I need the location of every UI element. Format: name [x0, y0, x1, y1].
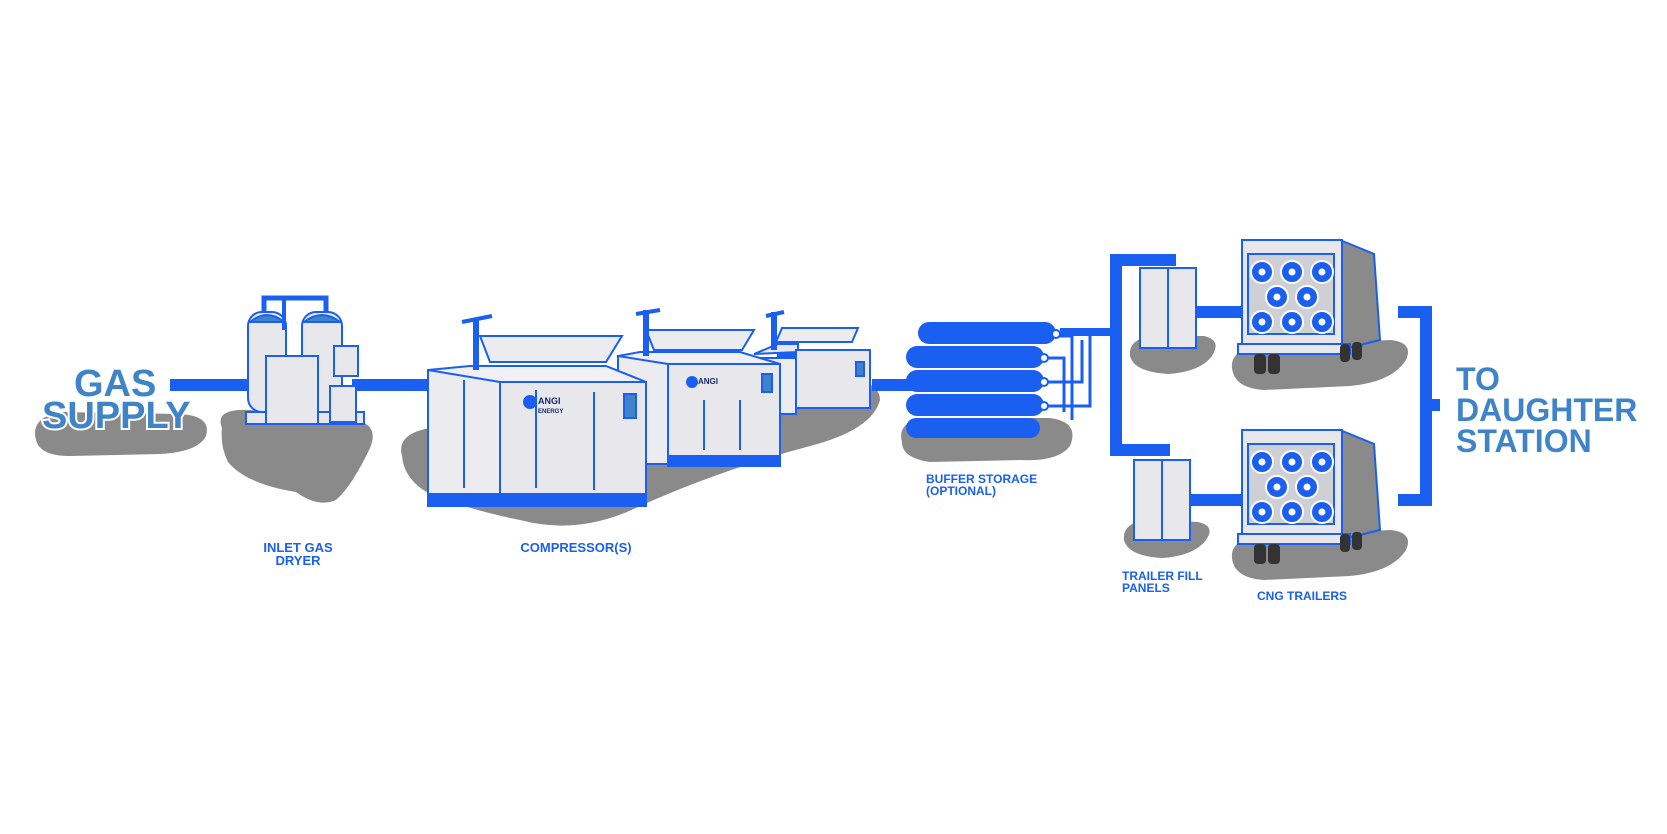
pipe-to-daughter [1420, 399, 1440, 411]
ground-gas-supply [35, 412, 207, 456]
gas-supply-label: GAS SUPPLY [40, 361, 193, 439]
gas-supply-line2: SUPPLY [42, 395, 191, 437]
compressor-2-logo: ANGI [698, 377, 718, 386]
fill-panels-line1: TRAILER FILL [1122, 569, 1203, 583]
compressor-1: ANGI ENERGY [427, 314, 647, 507]
pipe-supply-to-dryer [170, 379, 250, 391]
component-labels: INLET GAS DRYER COMPRESSOR(S) BUFFER STO… [263, 472, 1347, 603]
pipe-manifold-riser [1110, 254, 1122, 456]
destination-line3: STATION [1456, 423, 1592, 459]
pipe-buffer-manifold [1060, 328, 1112, 336]
gas-supply-line1: GAS [74, 363, 156, 405]
buffer-line2: (OPTIONAL) [926, 484, 996, 498]
destination-line2: DAUGHTER [1456, 392, 1637, 428]
pipe-bottom-branch [1110, 444, 1170, 456]
pipe-compressor-to-buffer [872, 379, 914, 391]
buffer-line1: BUFFER STORAGE [926, 472, 1037, 486]
cng-trailers-label: CNG TRAILERS [1257, 589, 1347, 603]
trailer-fill-panel-bottom [1133, 459, 1191, 541]
pipelines [170, 254, 1440, 506]
trailer-fill-panel-top [1139, 267, 1197, 349]
destination-label: TO DAUGHTER STATION [1456, 361, 1637, 459]
compressor-1-logo-sub: ENERGY [538, 409, 563, 415]
fill-panels-line2: PANELS [1122, 581, 1170, 595]
cng-trailer-bottom [1237, 428, 1382, 564]
inlet-gas-dryer [245, 295, 365, 425]
compressors-label: COMPRESSOR(S) [520, 540, 631, 555]
compressor-1-logo: ANGI [538, 396, 561, 406]
pipe-top-panel-to-trailer [1196, 306, 1242, 318]
inlet-dryer-line1: INLET GAS [263, 540, 333, 555]
buffer-storage [906, 322, 1092, 438]
pipe-bottom-panel-to-trailer [1188, 494, 1242, 506]
pipe-dryer-to-compressor [352, 379, 428, 391]
destination-line1: TO [1456, 361, 1500, 397]
pipe-top-branch [1110, 254, 1176, 266]
cng-trailer-top [1237, 238, 1382, 374]
inlet-dryer-line2: DRYER [275, 553, 321, 568]
ground-dryer [220, 409, 373, 503]
